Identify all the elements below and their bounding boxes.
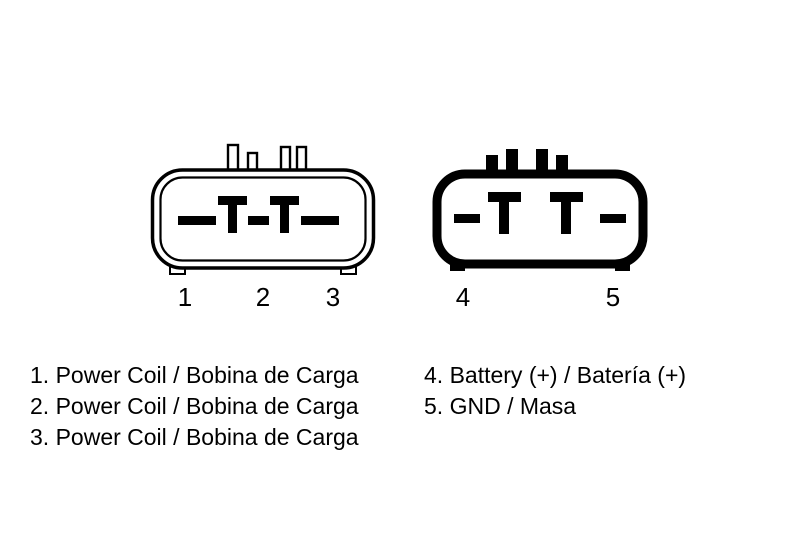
- left-connector-drawing: [150, 143, 376, 275]
- pin-slot-dash: [600, 214, 626, 223]
- pin-slot-dash: [454, 214, 480, 223]
- legend-item-pin1: 1. Power Coil / Bobina de Carga: [30, 362, 359, 388]
- pin-number-4: 4: [455, 282, 471, 312]
- legend-item-pin4: 4. Battery (+) / Batería (+): [424, 362, 687, 388]
- legend-item-pin3: 3. Power Coil / Bobina de Carga: [30, 424, 359, 450]
- pin-slot-dash: [301, 216, 339, 225]
- right-connector-drawing: [432, 149, 648, 271]
- pin-number-5: 5: [605, 282, 621, 312]
- pin-slot-dash: [248, 216, 269, 225]
- pin-slot-t-stem: [280, 196, 289, 233]
- pin-slot-t-stem: [499, 192, 509, 234]
- legend-item-pin2: 2. Power Coil / Bobina de Carga: [30, 393, 359, 419]
- pin-number-3: 3: [325, 282, 341, 312]
- left-connector-inner-outline: [159, 176, 367, 262]
- pin-number-2: 2: [255, 282, 271, 312]
- legend-right-column: 4. Battery (+) / Batería (+) 5. GND / Ma…: [424, 360, 686, 422]
- pin-slot-t-stem: [228, 196, 237, 233]
- pin-slot-t-stem: [561, 192, 571, 234]
- legend-left-column: 1. Power Coil / Bobina de Carga 2. Power…: [30, 360, 359, 453]
- legend-item-pin5: 5. GND / Masa: [424, 393, 577, 419]
- pin-slot-dash: [178, 216, 216, 225]
- pin-number-1: 1: [177, 282, 193, 312]
